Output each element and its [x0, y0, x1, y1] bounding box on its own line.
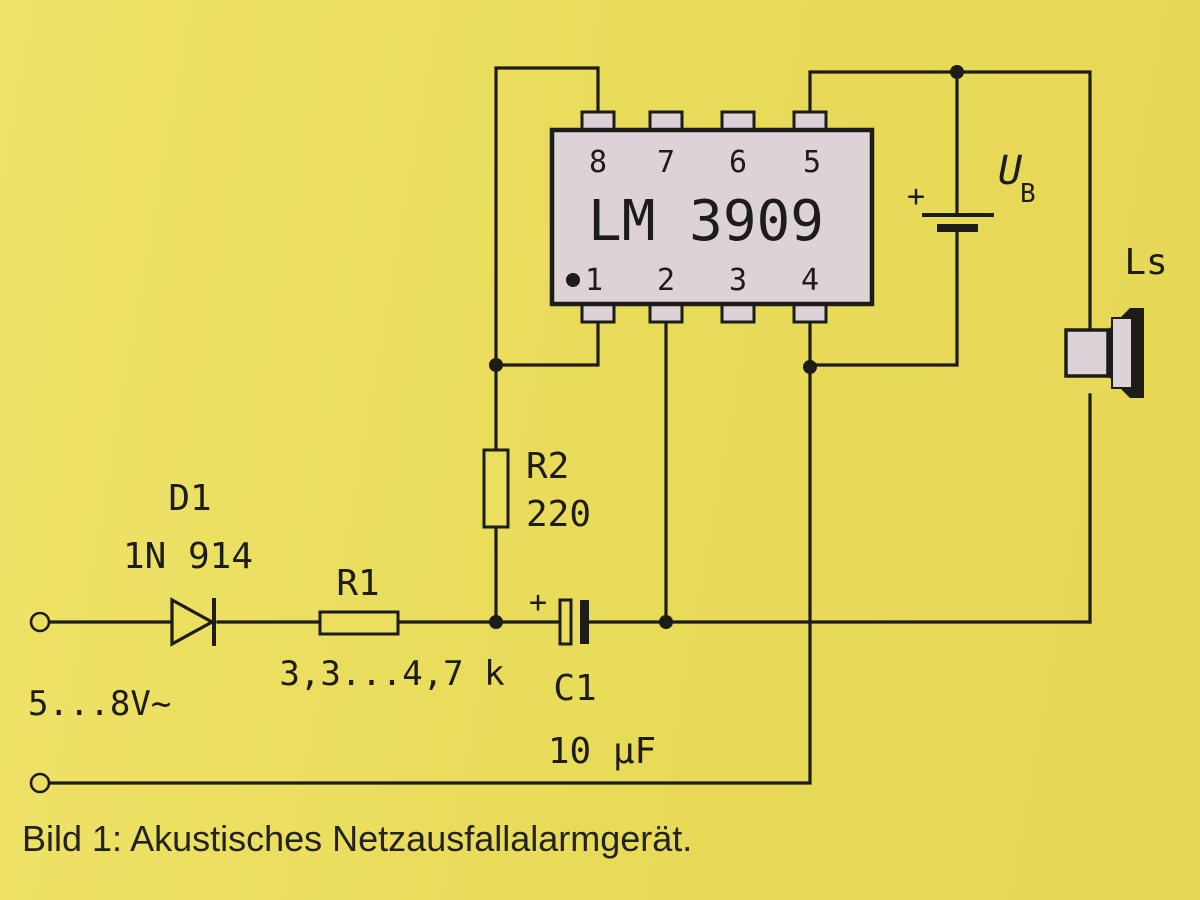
- ic-pin-label-1: 1: [585, 263, 603, 298]
- c1-ref: C1: [553, 668, 596, 709]
- ic-pin-label-4: 4: [801, 263, 819, 298]
- input-voltage: 5...8V~: [28, 684, 171, 724]
- speaker-ref: Ls: [1124, 242, 1167, 283]
- ic-pin-label-3: 3: [729, 263, 747, 298]
- battery-ub: [922, 213, 994, 232]
- c1-polarity: +: [529, 585, 547, 620]
- d1-ref: D1: [168, 478, 211, 519]
- junctions: [489, 65, 964, 629]
- ic-pin-label-7: 7: [657, 145, 675, 180]
- capacitor-c1: [558, 598, 589, 646]
- c1-value: 10 µF: [548, 731, 656, 772]
- battery-polarity: +: [907, 179, 925, 214]
- ic-name: LM 3909: [588, 189, 824, 254]
- r2-ref: R2: [526, 446, 569, 487]
- wires: [40, 66, 1092, 785]
- wire-pin1: [494, 320, 600, 367]
- r1-ref: R1: [336, 563, 379, 604]
- diode-d1: [170, 597, 216, 647]
- d1-value: 1N 914: [123, 536, 253, 577]
- junction-dot: [489, 615, 503, 629]
- resistor-r1: [318, 610, 400, 636]
- wire-ground: [40, 320, 812, 785]
- junction-dot: [489, 358, 503, 372]
- battery-label-sub: B: [1020, 179, 1036, 209]
- input-terminal-top: [29, 611, 51, 633]
- ic-body: [549, 127, 875, 307]
- junction-dot: [803, 360, 817, 374]
- resistor-r2: [482, 448, 510, 529]
- battery-label: U: [998, 148, 1023, 194]
- ic-lm3909: 8 7 6 5 1 2 3 4 LM 3909: [549, 110, 875, 324]
- wire-battery-bottom: [808, 226, 959, 367]
- junction-dot: [659, 615, 673, 629]
- ic-pin-label-6: 6: [729, 145, 747, 180]
- ic-pin-label-5: 5: [803, 145, 821, 180]
- wire-pin8-loop: [494, 66, 600, 367]
- speaker-icon: [1064, 308, 1144, 398]
- junction-dot: [950, 65, 964, 79]
- r2-value: 220: [526, 494, 591, 535]
- r1-value: 3,3...4,7 k: [279, 654, 504, 694]
- ic-pin-label-2: 2: [657, 263, 675, 298]
- ic-pin1-marker: [566, 273, 580, 287]
- ic-pin-label-8: 8: [589, 145, 607, 180]
- figure-caption: Bild 1: Akustisches Netzausfallalarmgerä…: [22, 818, 693, 859]
- input-terminal-bottom: [29, 772, 51, 794]
